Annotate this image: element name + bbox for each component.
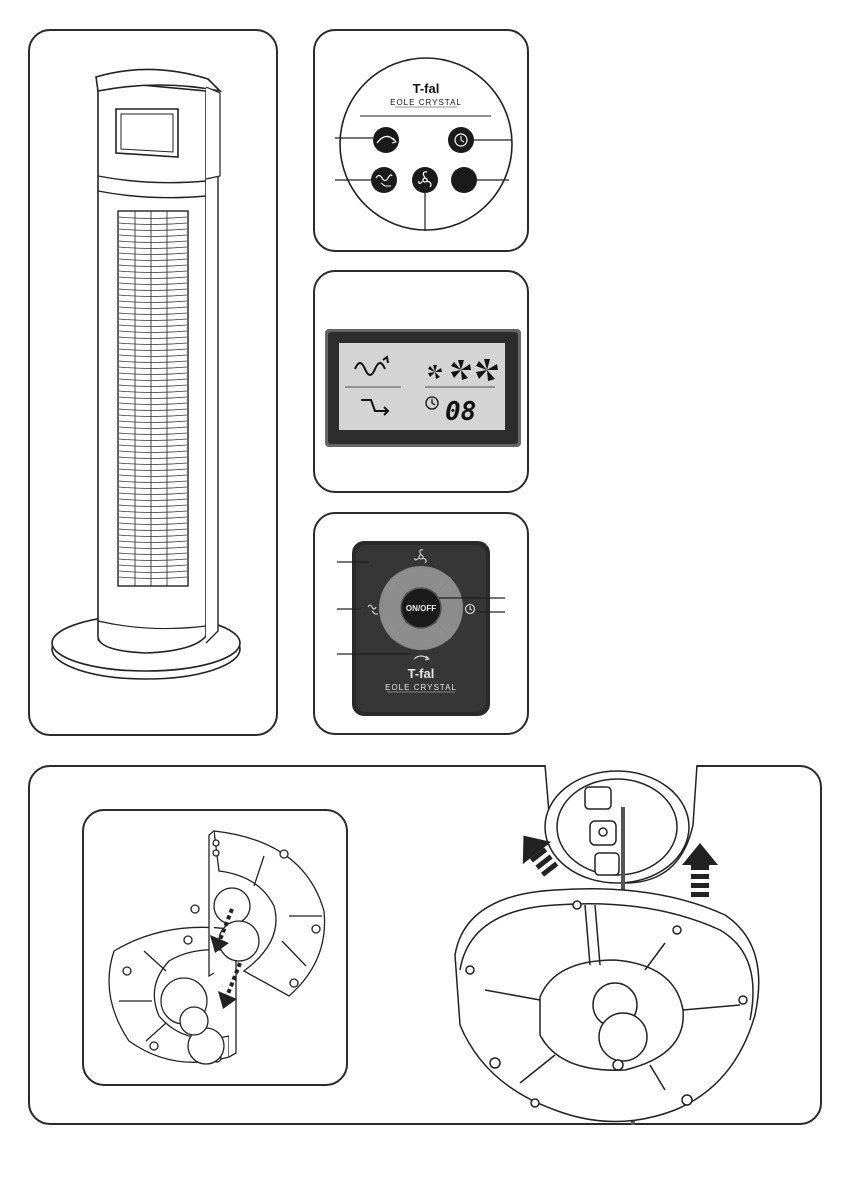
lcd-illustration: 08: [315, 272, 527, 491]
remote-brand: T-fal: [408, 666, 435, 681]
remote-illustration: ON/OFF T-fal EOLE CRYSTAL: [315, 514, 527, 733]
control-panel-model: EOLE CRYSTAL: [390, 98, 462, 107]
tower-fan-panel: [28, 29, 278, 736]
base-halves-inset: [82, 809, 348, 1086]
control-panel-illustration: T-fal EOLE CRYSTAL: [315, 31, 527, 250]
remote-model: EOLE CRYSTAL: [385, 683, 457, 692]
oscillation-button[interactable]: [373, 127, 399, 153]
remote-onoff-label: ON/OFF: [406, 604, 436, 613]
lcd-panel: 08: [313, 270, 529, 493]
control-panel-panel: T-fal EOLE CRYSTAL: [313, 29, 529, 252]
speed-button[interactable]: [412, 167, 438, 193]
base-assembly-panel: [28, 765, 822, 1125]
base-mounting-illustration: [425, 765, 821, 1125]
tower-fan-illustration: [30, 31, 276, 734]
remote-panel: ON/OFF T-fal EOLE CRYSTAL: [313, 512, 529, 735]
mode-button[interactable]: [371, 167, 397, 193]
remote-onoff-button[interactable]: ON/OFF: [401, 588, 441, 628]
control-panel-brand: T-fal: [413, 81, 440, 96]
timer-button[interactable]: [448, 127, 474, 153]
base-halves-illustration: [84, 811, 346, 1084]
power-button[interactable]: [451, 167, 477, 193]
lcd-timer-digits: 08: [445, 397, 476, 427]
